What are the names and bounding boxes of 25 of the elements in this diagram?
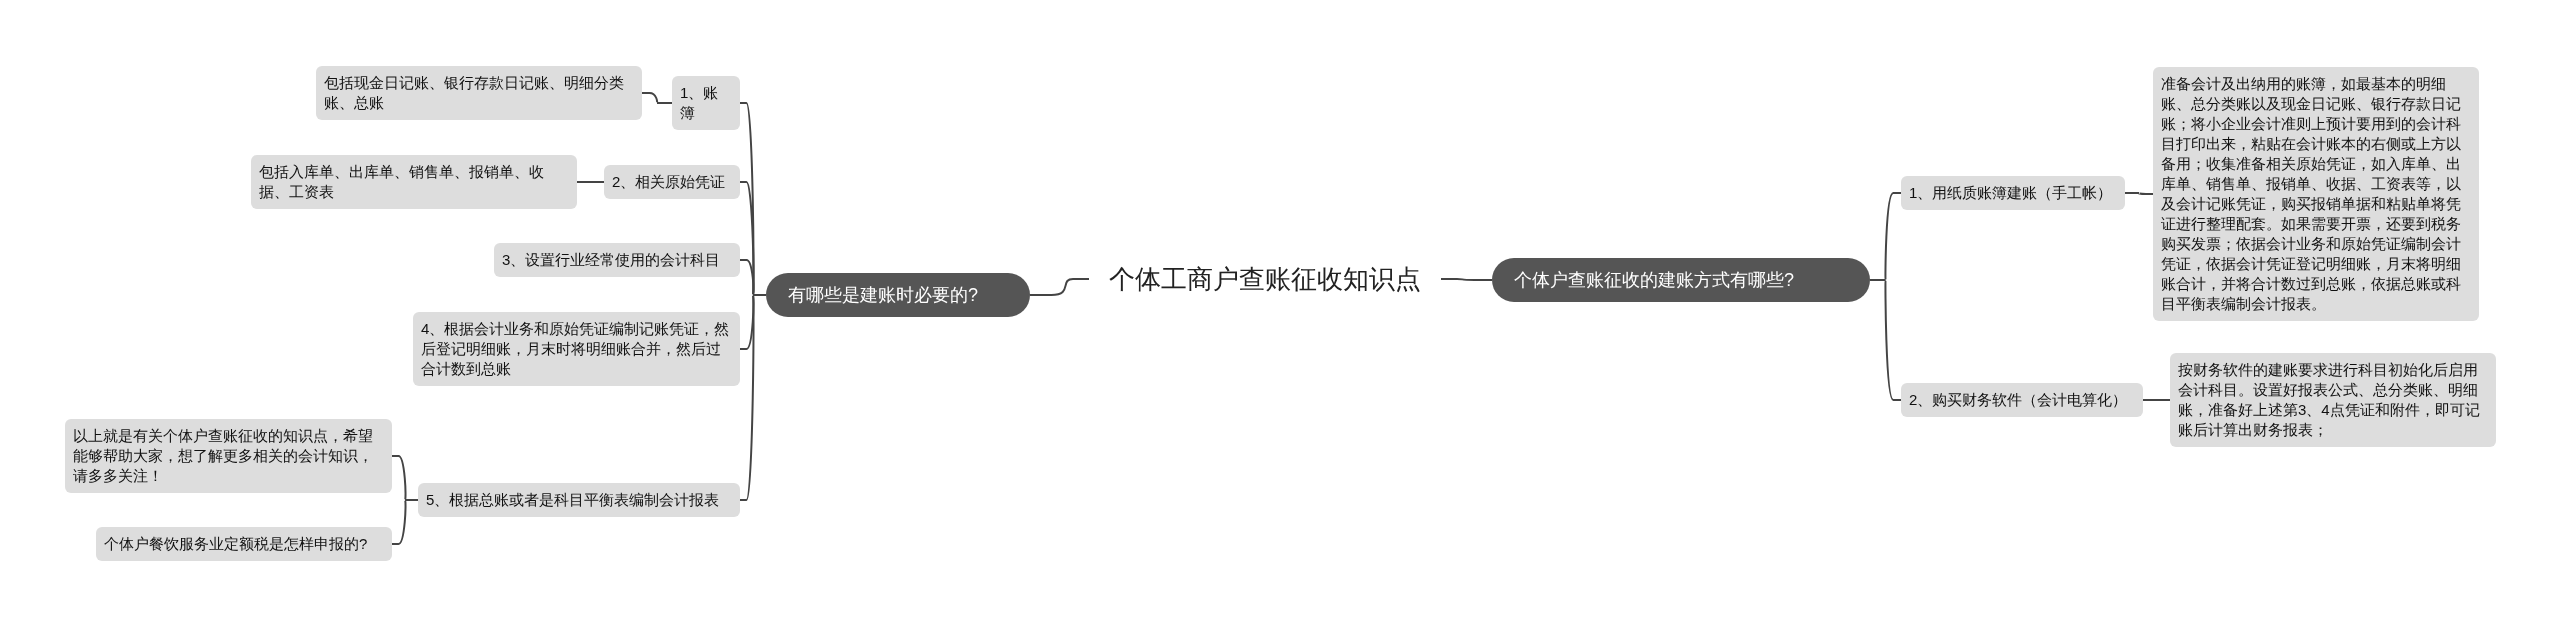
subtopic-box: 包括现金日记账、银行存款日记账、明细分类账、总账 (316, 66, 642, 120)
subtopic-box: 2、购买财务软件（会计电算化） (1901, 383, 2143, 417)
subtopic-box: 5、根据总账或者是科目平衡表编制会计报表 (418, 483, 740, 517)
subtopic-box: 3、设置行业经常使用的会计科目 (494, 243, 740, 277)
subtopic-box: 以上就是有关个体户查账征收的知识点，希望能够帮助大家，想了解更多相关的会计知识，请多多关注！ (65, 419, 392, 493)
connector-line (739, 294, 767, 501)
subtopic-box: 按财务软件的建账要求进行科目初始化后启用会计科目。设置好报表公式、总分类账、明细账，准备好上述第3、4点凭证和附件，即可记账后计算出财务报表； (2170, 353, 2496, 447)
subtopic-box: 1、用纸质账簿建账（手工帐） (1901, 176, 2125, 210)
subtopic-box: 4、根据会计业务和原始凭证编制记账凭证，然后登记明细账，月末时将明细账合并，然后过合计数到总账 (413, 312, 740, 386)
connector-line (641, 92, 673, 104)
connector-line (1440, 278, 1493, 281)
connector-line (576, 181, 605, 183)
subtopic-box: 个体户餐饮服务业定额税是怎样申报的? (96, 527, 392, 561)
subtopic-box: 包括入库单、出库单、销售单、报销单、收据、工资表 (251, 155, 577, 209)
subtopic-box: 2、相关原始凭证 (604, 165, 740, 199)
connector-line (1029, 278, 1090, 296)
connector-line (2124, 192, 2154, 195)
connector-line (391, 499, 419, 545)
subtopic-box: 1、账簿 (672, 76, 740, 130)
subtopic-box: 准备会计及出纳用的账簿，如最基本的明细账、总分类账以及现金日记账、银行存款日记账；将小企业会计准则上预计要用到的会计科目打印出来，粘贴在会计账本的右侧或上方以备用；收集准备相关原始凭证，如入库单、出库单、销售单、报销单、收据、工资表等，以及会计记账凭证，购买报销单据和粘贴单将凭证进行整理配套。如果需要开票，还要到税务购买发票；依据会计业务和原始凭证编制会计凭证，依据会计凭证登记明细账，月末将明细账合计，并将合计数过到总账，依据总账或科目平衡表编制会计报表。 (2153, 67, 2479, 321)
topic-pill: 个体户查账征收的建账方式有哪些? (1492, 258, 1870, 302)
topic-pill: 有哪些是建账时必要的? (766, 273, 1030, 317)
central-topic: 个体工商户查账征收知识点 (1108, 263, 1422, 296)
connector-line (1869, 279, 1902, 401)
connector-line (2142, 399, 2171, 401)
